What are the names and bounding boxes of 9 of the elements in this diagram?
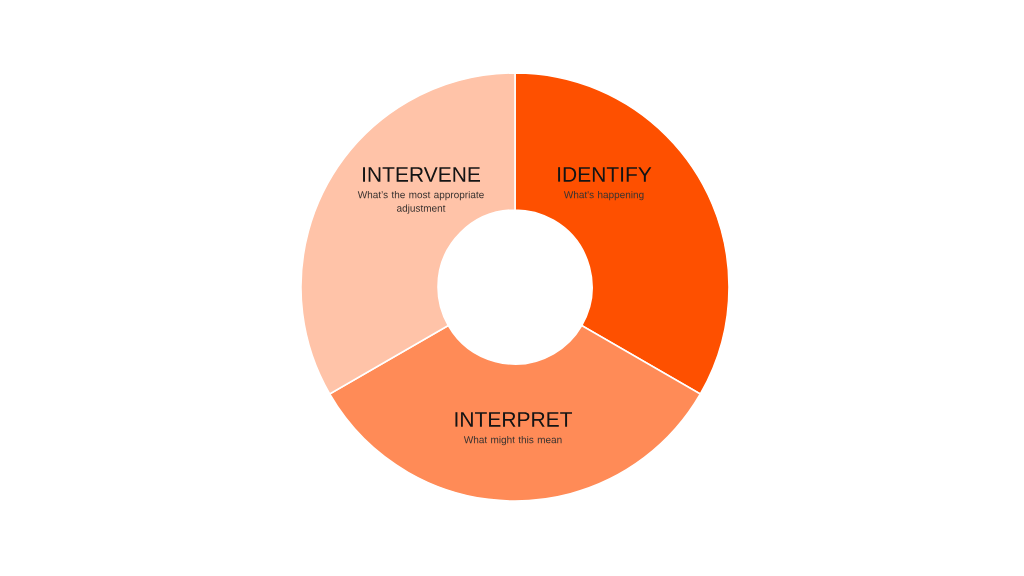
segment-description: What's happening xyxy=(563,190,644,201)
segment-heading: INTERPRET xyxy=(455,412,572,427)
segment-heading: INTERVENE xyxy=(363,167,480,182)
segment-heading: IDENTIFY xyxy=(558,167,652,182)
segment-description: What’s the most appropriate adjustment xyxy=(357,190,484,214)
ring-segment xyxy=(514,72,730,395)
ring-segment xyxy=(328,324,702,502)
segment-description: What might this mean xyxy=(463,435,562,446)
ring-segment xyxy=(300,72,516,395)
